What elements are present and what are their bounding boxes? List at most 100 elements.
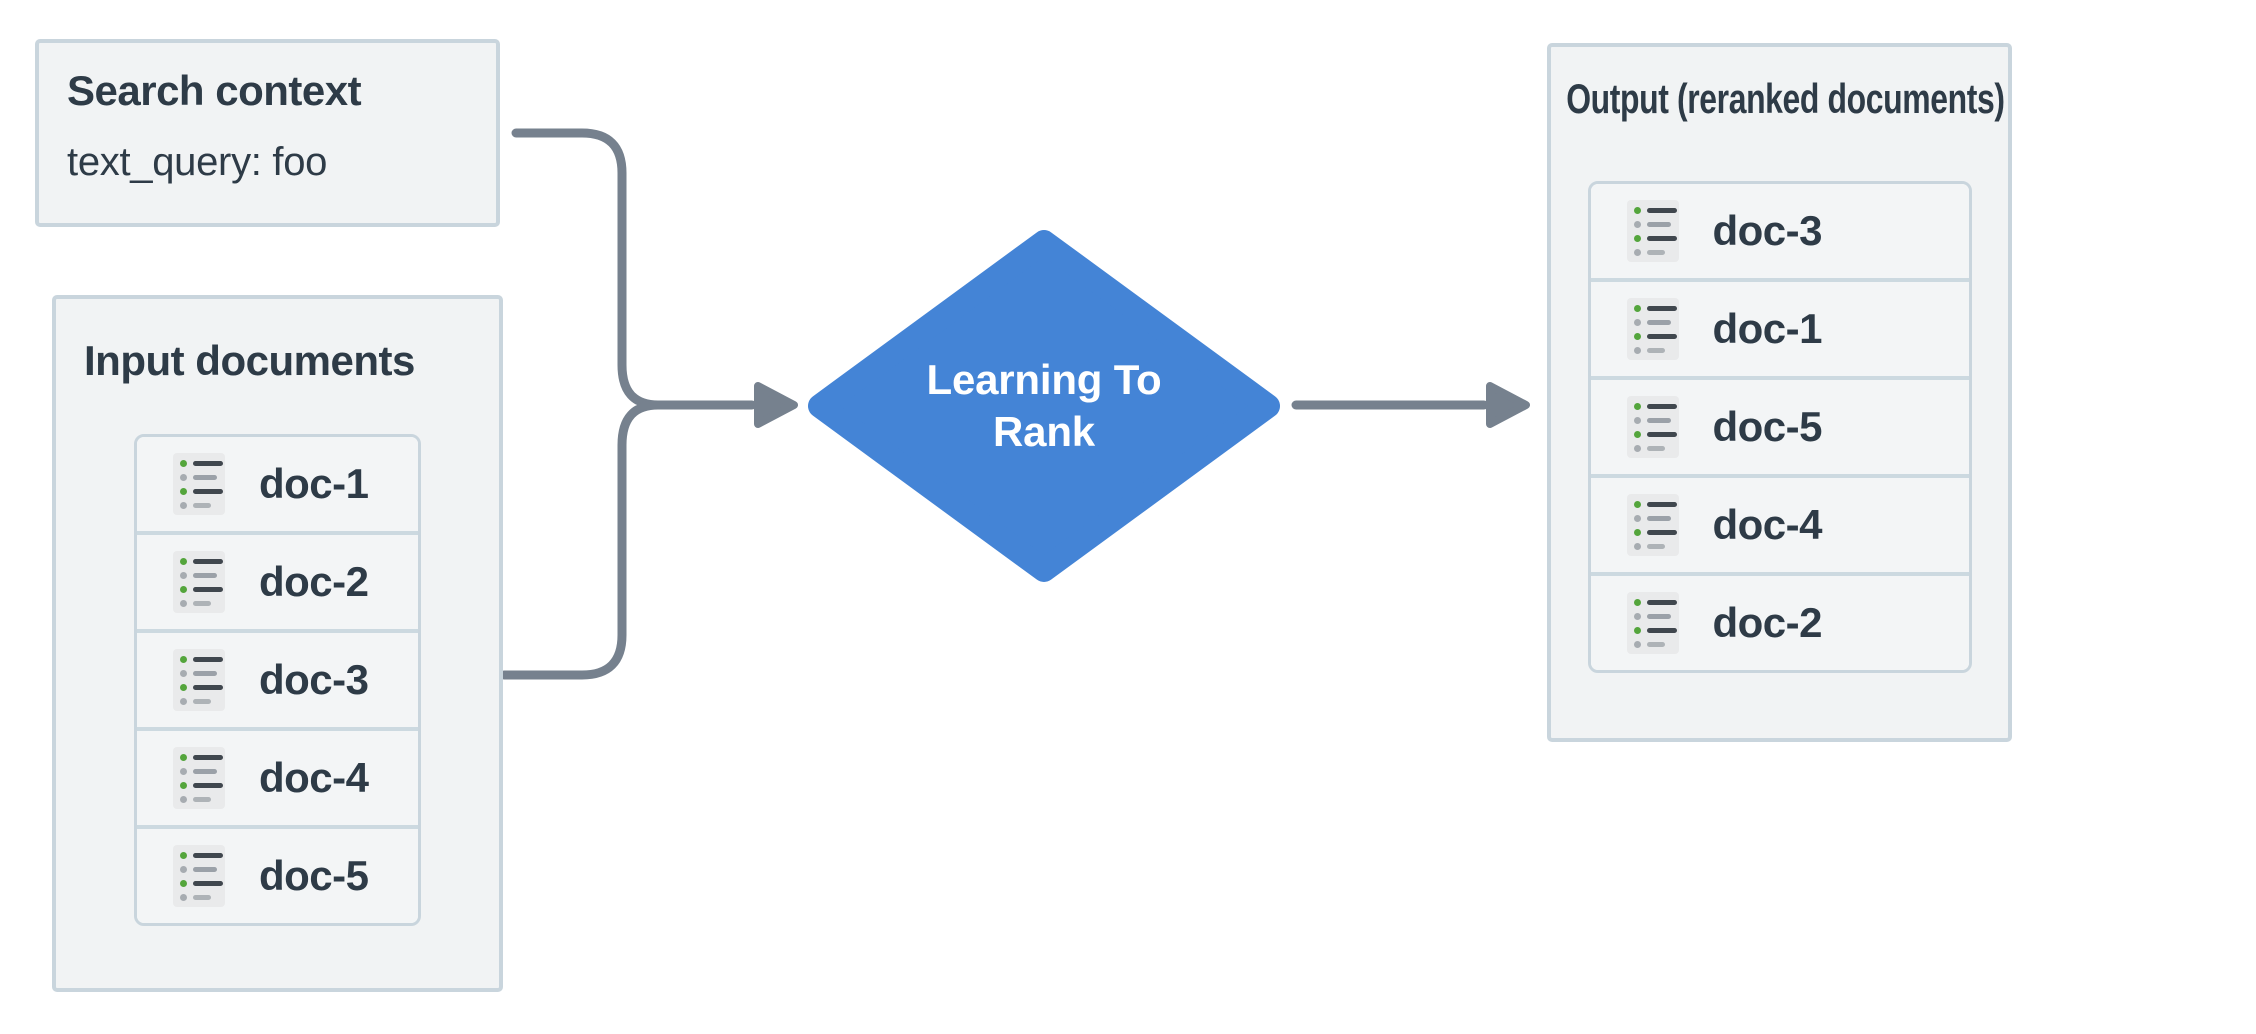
bullet-dot <box>180 655 187 663</box>
text-line <box>193 586 223 592</box>
bullet-dot <box>1633 598 1641 606</box>
doc-label: doc-1 <box>1712 305 1823 352</box>
text-line <box>193 698 211 704</box>
text-line <box>193 600 211 606</box>
bullet-dot <box>1633 248 1641 256</box>
list-icon <box>1626 592 1679 654</box>
doc-row: doc-3 <box>137 633 418 731</box>
doc-row: doc-5 <box>137 829 418 923</box>
bullet-dot <box>1633 234 1641 242</box>
bullet-dot <box>180 585 187 593</box>
bullet-dot <box>1633 528 1641 536</box>
bullet-dot <box>1633 332 1641 340</box>
bullet-dot <box>1633 542 1641 550</box>
doc-label: doc-5 <box>259 852 369 899</box>
list-icon <box>173 747 225 809</box>
text-line <box>193 656 223 662</box>
text-line <box>193 754 223 760</box>
text-line <box>1646 431 1677 437</box>
text-line <box>193 768 217 774</box>
input-documents-panel: Input documents doc-1 <box>52 295 503 992</box>
text-line <box>193 684 223 690</box>
text-line <box>1646 641 1665 647</box>
connector-input-documents <box>499 400 663 680</box>
list-icon <box>173 649 225 711</box>
bullet-dot <box>180 767 187 775</box>
bullet-dot <box>1633 430 1641 438</box>
bullet-dot <box>1633 514 1641 522</box>
merged-arrowhead-icon <box>754 382 798 428</box>
doc-label: doc-5 <box>1712 403 1823 450</box>
bullet-dot <box>180 487 187 495</box>
doc-label: doc-2 <box>1712 599 1823 646</box>
output-arrowhead-icon <box>1486 382 1530 428</box>
output-reranked-title: Output (reranked documents) <box>1566 75 2005 122</box>
text-query-value: text_query: foo <box>67 140 328 184</box>
bullet-dot <box>180 557 187 565</box>
doc-row: doc-4 <box>1590 478 1969 576</box>
text-line <box>1646 515 1671 521</box>
text-line <box>193 894 211 900</box>
text-line <box>193 474 217 480</box>
bullet-dot <box>180 571 187 579</box>
doc-row: doc-2 <box>1590 576 1969 670</box>
text-line <box>193 852 223 858</box>
text-line <box>1646 529 1677 535</box>
bullet-dot <box>180 865 187 873</box>
bullet-dot <box>1633 304 1641 312</box>
text-line <box>1646 417 1671 423</box>
doc-label: doc-4 <box>1712 501 1823 548</box>
list-icon <box>1626 494 1679 556</box>
doc-label: doc-4 <box>259 754 369 801</box>
bullet-dot <box>180 501 187 509</box>
bullet-dot <box>180 473 187 481</box>
learning-to-rank-label: Learning To Rank <box>894 354 1194 458</box>
doc-row: doc-2 <box>137 535 418 633</box>
bullet-dot <box>1633 612 1641 620</box>
bullet-dot <box>1633 346 1641 354</box>
text-line <box>193 866 217 872</box>
learning-to-rank-label-line1: Learning To <box>926 356 1162 403</box>
bullet-dot <box>1633 626 1641 634</box>
text-line <box>1646 221 1671 227</box>
text-line <box>1646 627 1677 633</box>
doc-row: doc-3 <box>1590 184 1969 282</box>
text-line <box>193 796 211 802</box>
bullet-dot <box>180 669 187 677</box>
bullet-dot <box>180 795 187 803</box>
bullet-dot <box>180 879 187 887</box>
search-context-panel: Search context text_query: foo <box>35 39 500 227</box>
bullet-dot <box>180 893 187 901</box>
bullet-dot <box>180 599 187 607</box>
doc-row: doc-5 <box>1590 380 1969 478</box>
bullet-dot <box>1633 640 1641 648</box>
input-doc-list: doc-1 doc-2 <box>134 434 421 926</box>
bullet-dot <box>180 683 187 691</box>
text-line <box>193 880 223 886</box>
text-line <box>193 782 223 788</box>
text-line <box>1646 347 1665 353</box>
doc-label: doc-2 <box>259 558 369 605</box>
bullet-dot <box>1633 318 1641 326</box>
text-line <box>1646 403 1677 409</box>
list-icon <box>1626 200 1679 262</box>
text-line <box>1646 501 1677 507</box>
output-reranked-panel: Output (reranked documents) doc-3 <box>1547 43 2012 742</box>
connector-search-context <box>511 128 663 410</box>
text-line <box>193 572 217 578</box>
doc-row: doc-1 <box>1590 282 1969 380</box>
text-line <box>1646 613 1671 619</box>
doc-row: doc-4 <box>137 731 418 829</box>
text-line <box>1646 235 1677 241</box>
list-icon <box>173 551 225 613</box>
list-icon <box>173 845 225 907</box>
text-line <box>193 502 211 508</box>
list-icon <box>1626 298 1679 360</box>
text-line <box>1646 599 1677 605</box>
bullet-dot <box>1633 206 1641 214</box>
doc-label: doc-3 <box>259 656 369 703</box>
doc-label: doc-1 <box>259 460 369 507</box>
bullet-dot <box>1633 500 1641 508</box>
text-line <box>193 558 223 564</box>
